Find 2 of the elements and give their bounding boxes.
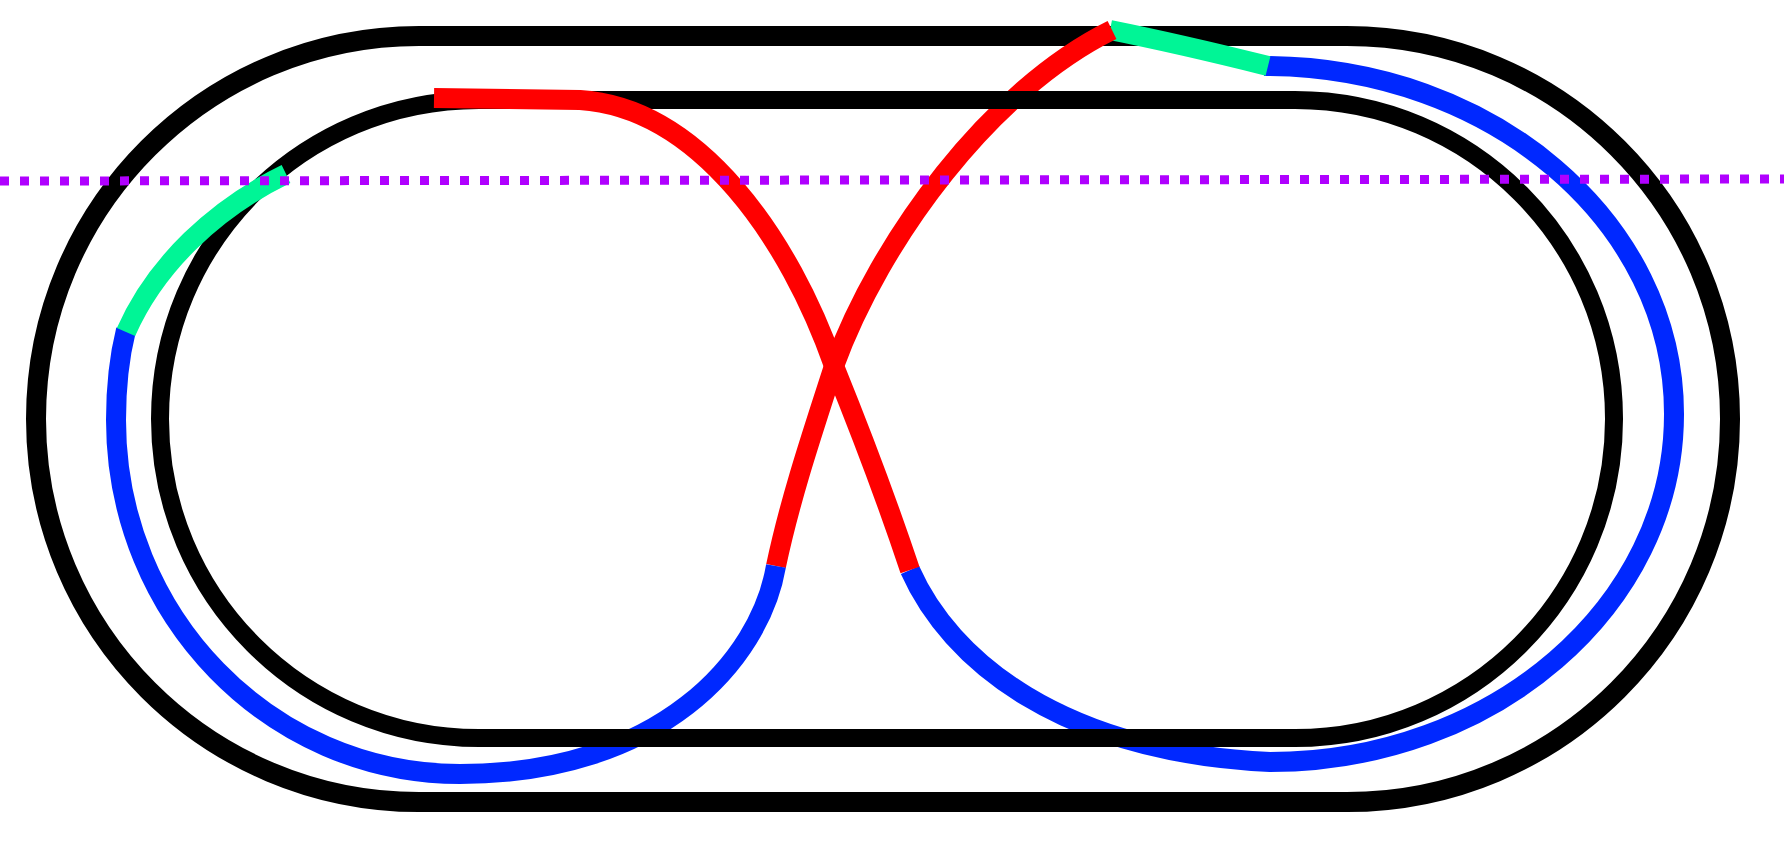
outer-loop [26, 26, 1740, 812]
inner-loop [151, 91, 1623, 747]
